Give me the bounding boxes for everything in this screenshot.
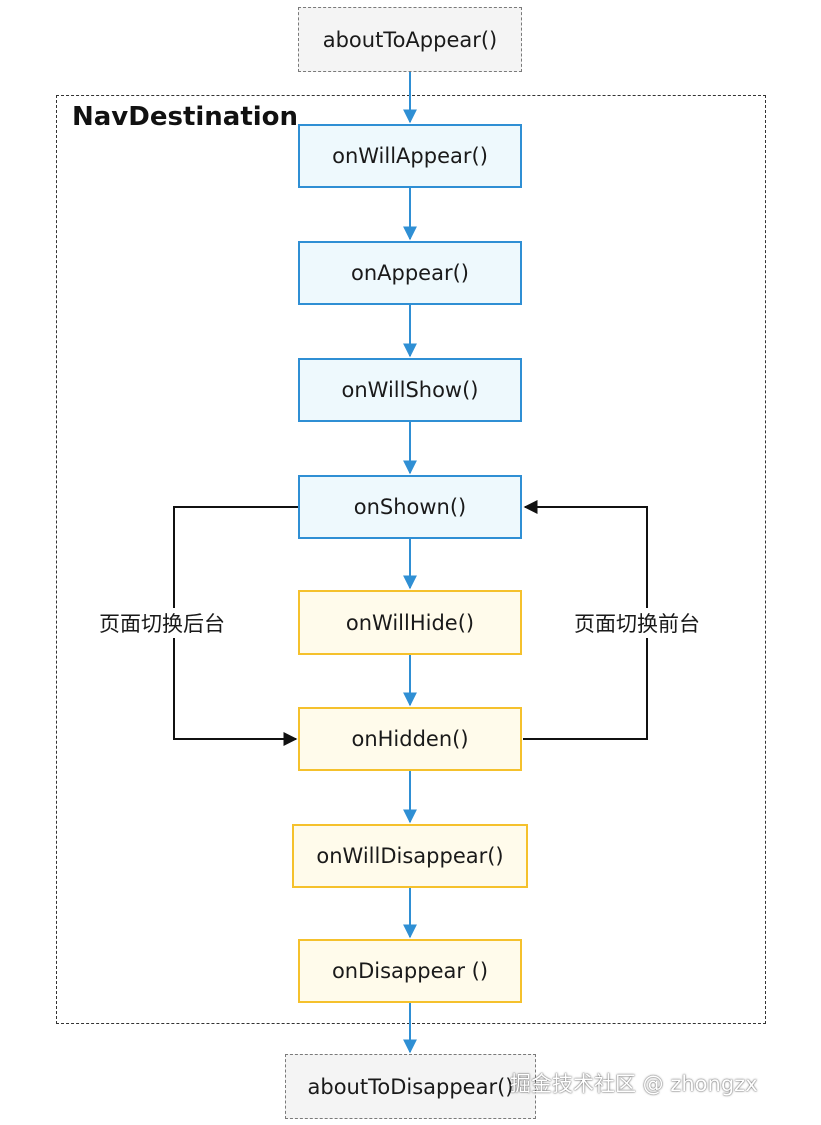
on-appear-node: onAppear() bbox=[298, 241, 522, 305]
about-to-disappear-node: aboutToDisappear() bbox=[285, 1054, 536, 1119]
on-hidden-node: onHidden() bbox=[298, 707, 522, 771]
about-to-appear-node: aboutToAppear() bbox=[298, 7, 522, 72]
container-title: NavDestination bbox=[72, 102, 299, 132]
on-disappear-node: onDisappear () bbox=[298, 939, 522, 1003]
on-shown-node: onShown() bbox=[298, 475, 522, 539]
right-loop-label: 页面切换前台 bbox=[574, 608, 700, 638]
on-will-disappear-node: onWillDisappear() bbox=[292, 824, 528, 888]
on-will-show-node: onWillShow() bbox=[298, 358, 522, 422]
watermark-text: 掘金技术社区 @ zhongzx bbox=[510, 1072, 758, 1096]
on-will-appear-node: onWillAppear() bbox=[298, 124, 522, 188]
left-loop-label: 页面切换后台 bbox=[99, 608, 225, 638]
on-will-hide-node: onWillHide() bbox=[298, 590, 522, 655]
